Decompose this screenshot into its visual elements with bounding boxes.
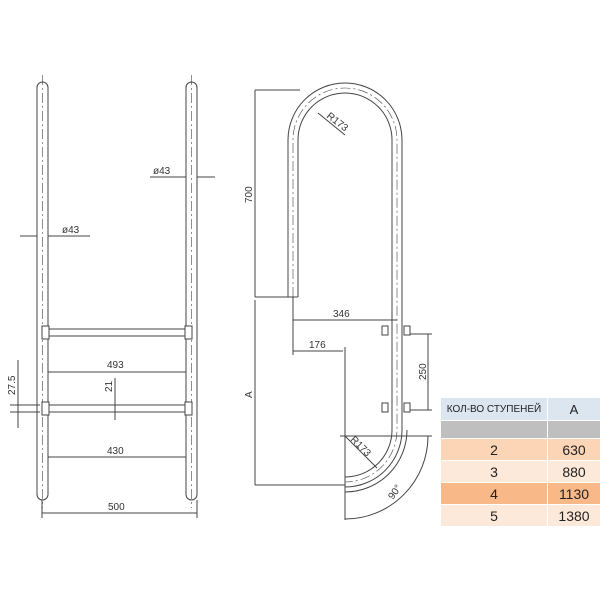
dim-493: 493 [107,360,124,371]
dim-a: A [244,391,255,398]
table-row: 3 880 [440,460,601,483]
header-steps: КОЛ-ВО СТУПЕНЕЙ [440,397,548,421]
dim-r173-bottom: R173 [348,434,373,459]
handrail-tube [287,82,408,493]
table-row: 4 1130 [440,482,601,505]
step-2 [47,404,187,413]
steps-table: КОЛ-ВО СТУПЕНЕЙ A 2 630 3 880 4 1130 5 1… [440,397,601,527]
dim-27-5: 27.5 [7,375,18,395]
dim-176: 176 [309,340,326,351]
dim-700: 700 [244,186,255,203]
table-blank-row [440,420,601,439]
dim-346: 346 [333,309,350,320]
step-1 [47,328,187,337]
dim-21: 21 [104,380,115,392]
dim-dia-43-right: ø43 [153,166,171,177]
dim-dia-43-left: ø43 [62,225,80,236]
dim-r173-top: R173 [324,111,350,135]
front-view [10,75,215,518]
dim-430: 430 [107,446,124,457]
table-row: 5 1380 [440,504,601,527]
header-a: A [547,397,601,421]
table-header: КОЛ-ВО СТУПЕНЕЙ A [440,397,601,421]
table-row: 2 630 [440,438,601,461]
side-view [254,82,432,520]
dim-500: 500 [108,502,125,513]
dim-angle-90: 90° [386,483,404,502]
dim-250: 250 [418,363,429,380]
